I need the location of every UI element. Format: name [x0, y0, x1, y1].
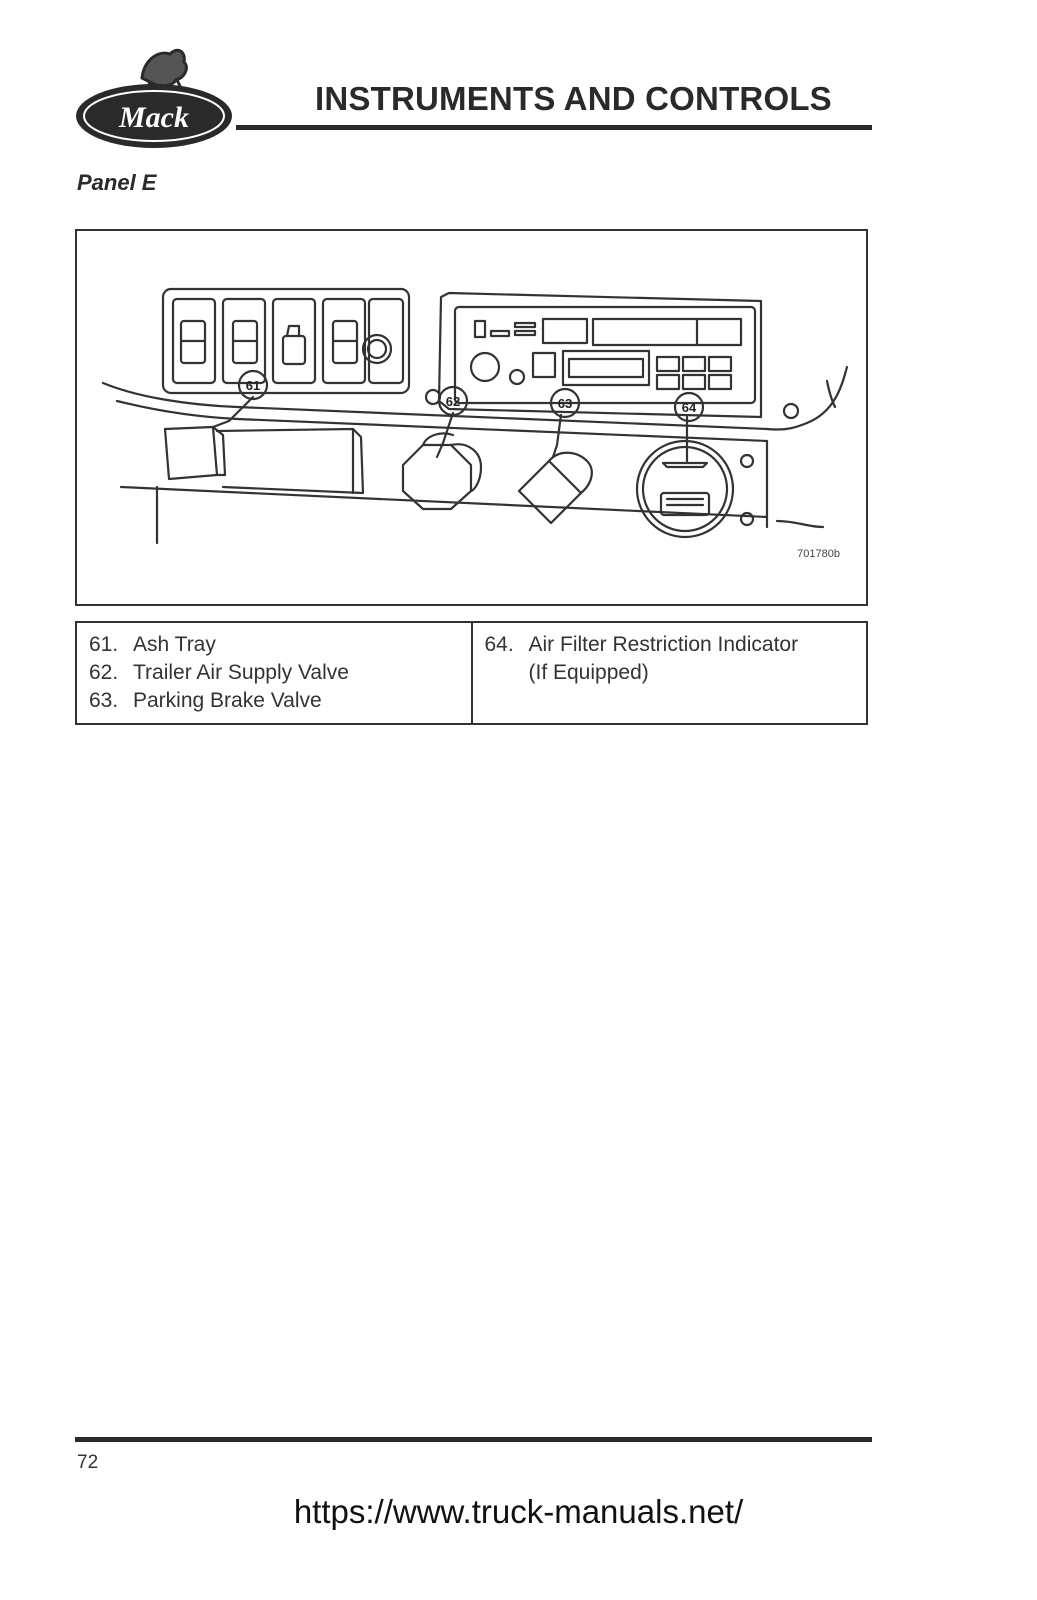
legend-item: 64. Air Filter Restriction Indicator (If…	[485, 631, 857, 687]
callout-64: 64	[682, 400, 697, 415]
legend-text: Parking Brake Valve	[133, 689, 322, 712]
header-rule	[236, 125, 872, 130]
legend-item: 63. Parking Brake Valve	[89, 687, 461, 715]
legend-text: Ash Tray	[133, 633, 216, 656]
callout-62: 62	[446, 394, 460, 409]
callout-62-circle	[437, 385, 469, 417]
footer-rule	[75, 1437, 872, 1442]
parking-brake-valve-drawing	[517, 451, 593, 525]
legend-text: Trailer Air Supply Valve	[133, 661, 349, 684]
callout-64-circle	[673, 391, 705, 423]
figure-id: 701780b	[797, 548, 840, 560]
legend-item: 61. Ash Tray	[89, 631, 461, 659]
callout-61-circle	[237, 369, 269, 401]
panel-illustration: 61 62 63 64 701780b	[75, 229, 868, 606]
legend-column-right: 64. Air Filter Restriction Indicator (If…	[470, 623, 867, 723]
legend-table: 61. Ash Tray 62. Trailer Air Supply Valv…	[75, 621, 868, 725]
air-filter-indicator-drawing	[635, 439, 755, 539]
source-url[interactable]: https://www.truck-manuals.net/	[293, 1493, 744, 1530]
legend-item: 62. Trailer Air Supply Valve	[89, 659, 461, 687]
logo-text: Mack	[118, 101, 189, 134]
legend-number: 62.	[89, 661, 119, 684]
section-title: Panel E	[77, 170, 157, 195]
legend-number: 63.	[89, 689, 119, 712]
ash-tray-drawing	[163, 425, 365, 495]
legend-column-left: 61. Ash Tray 62. Trailer Air Supply Valv…	[77, 623, 471, 723]
page-header-title: INSTRUMENTS AND CONTROLS	[315, 80, 832, 117]
legend-number: 61.	[89, 633, 119, 656]
panel-line-drawing: 61 62 63 64	[101, 287, 849, 545]
callout-61: 61	[246, 378, 260, 393]
trailer-valve-drawing	[401, 432, 483, 511]
callout-63: 63	[558, 396, 572, 411]
legend-number: 64.	[484, 633, 514, 656]
page-number: 72	[77, 1452, 99, 1473]
mack-logo: Mack	[76, 48, 232, 148]
logo-oval	[76, 84, 232, 148]
radio-unit	[437, 291, 763, 419]
switch-panel	[161, 287, 411, 395]
legend-text: Air Filter Restriction Indicator (If Equ…	[528, 633, 799, 684]
callout-63-circle	[549, 387, 581, 419]
